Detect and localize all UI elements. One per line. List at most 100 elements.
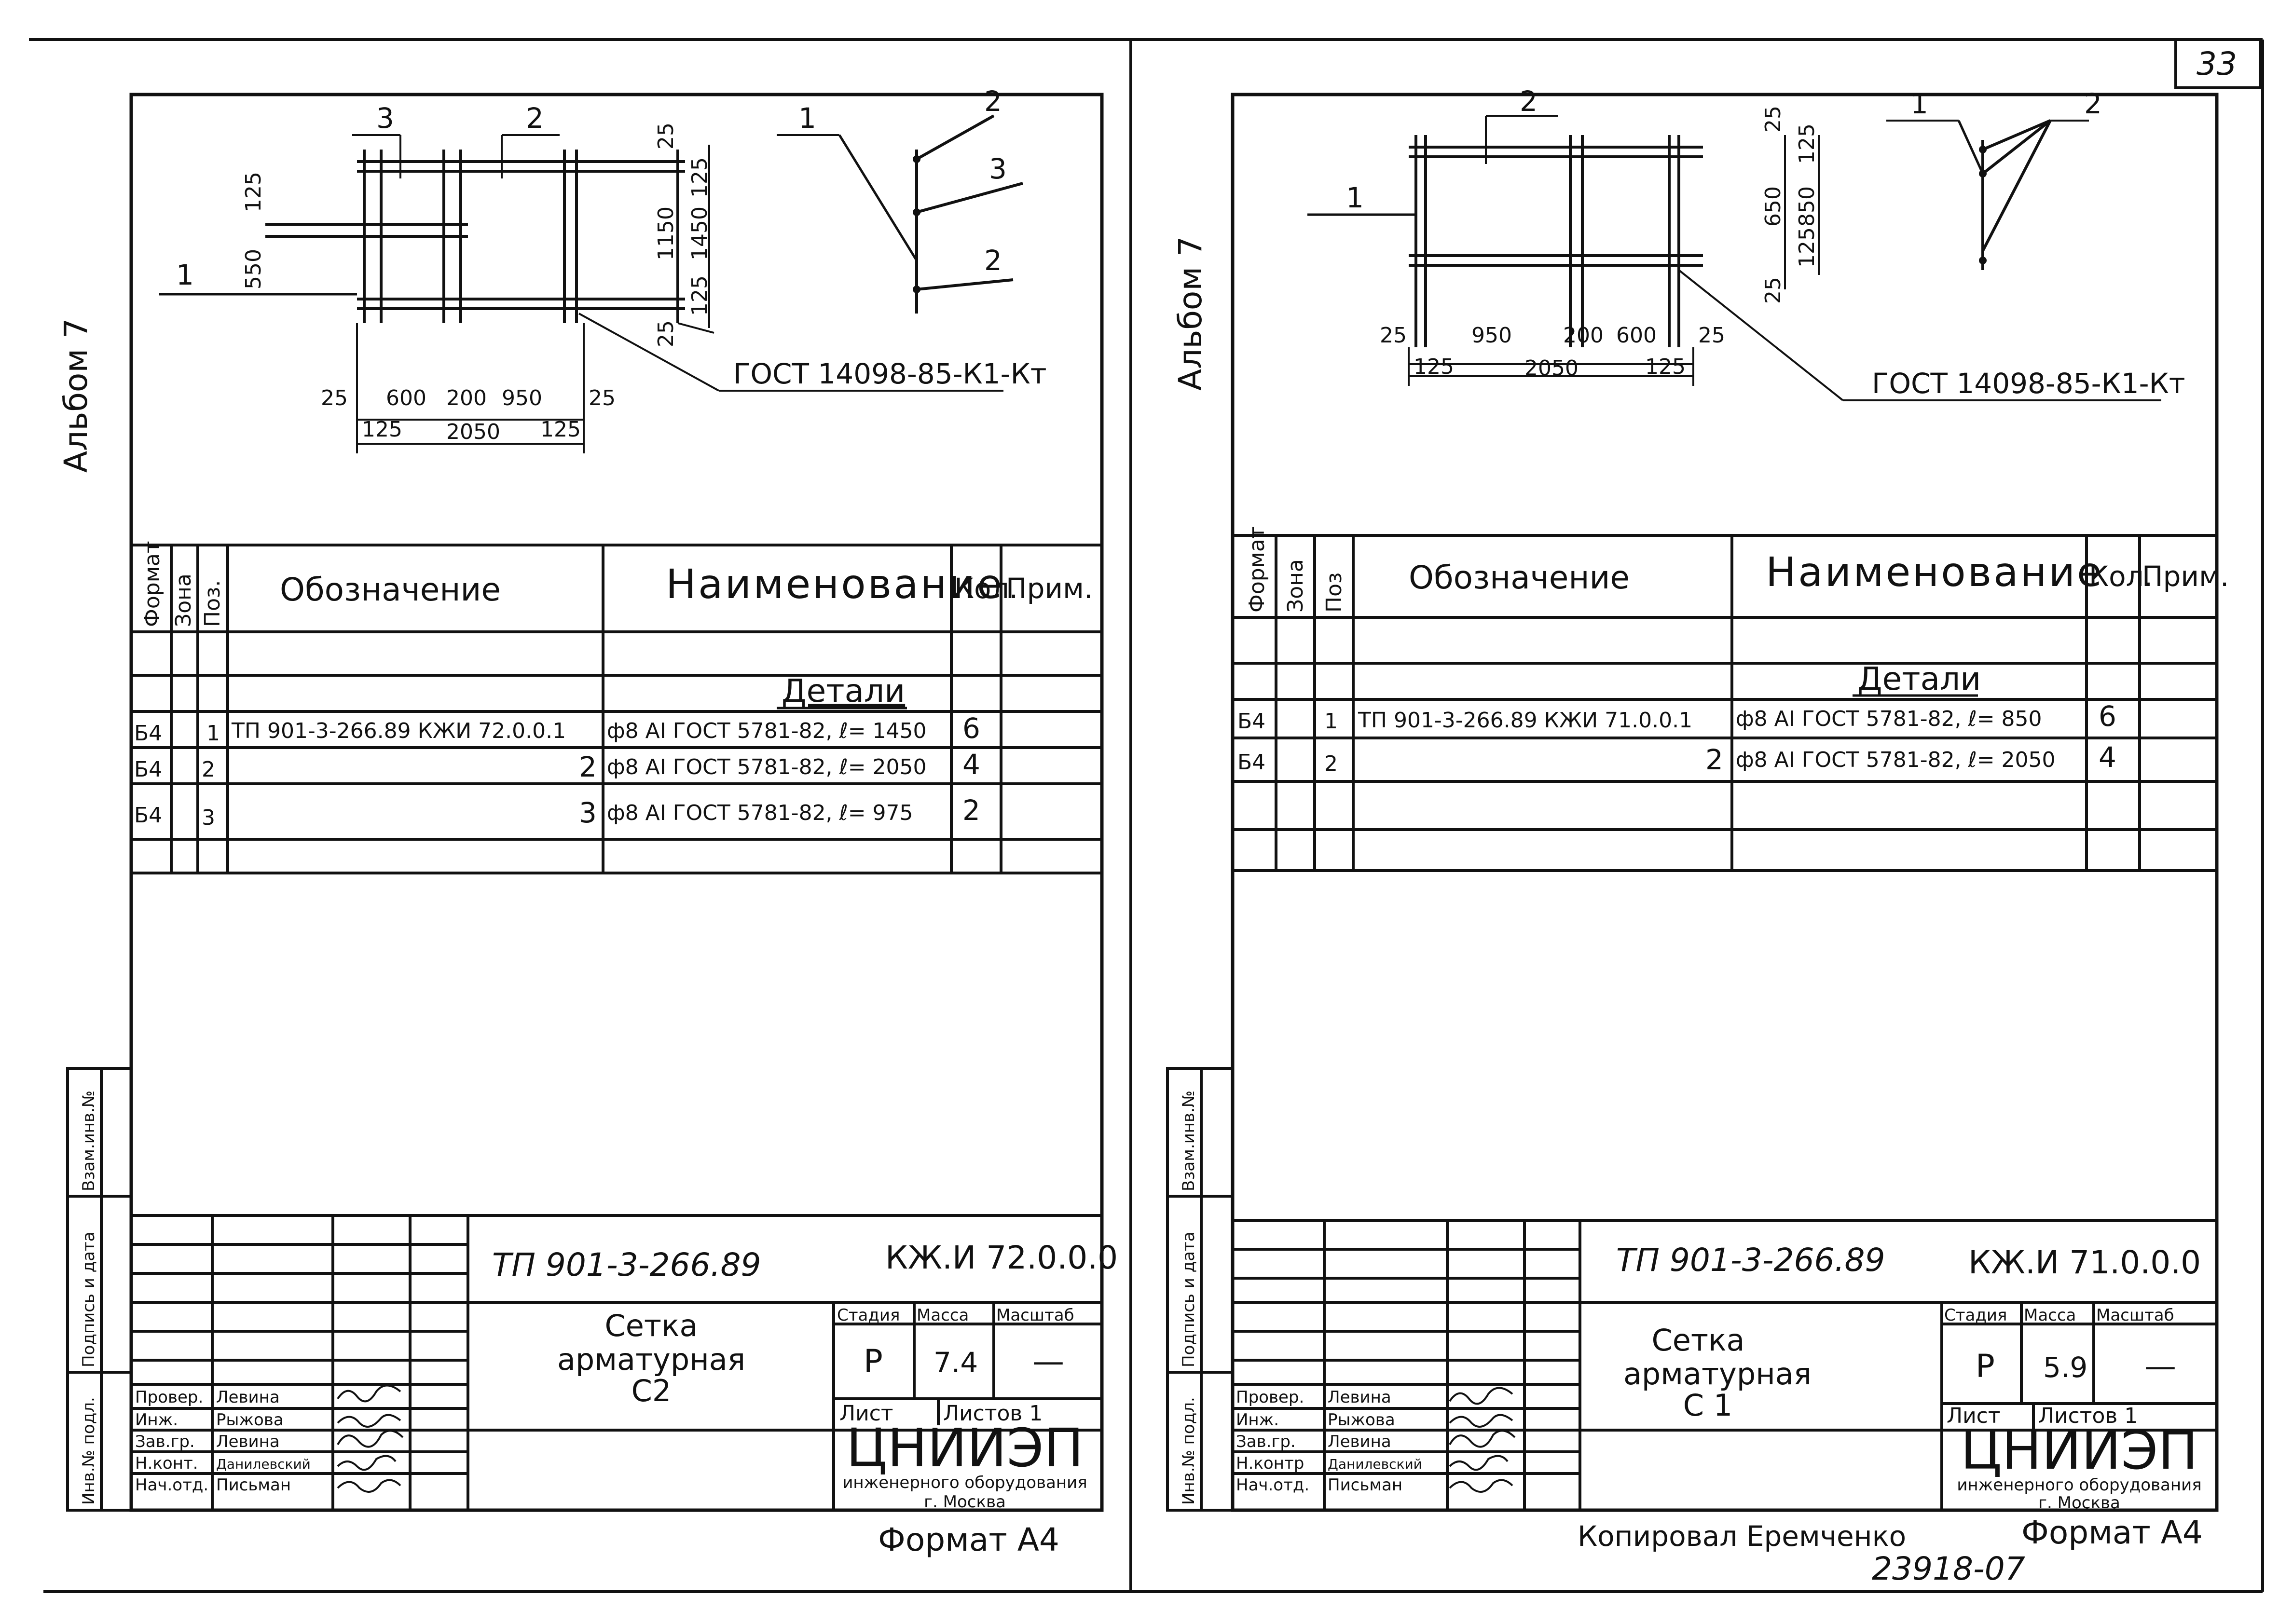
side-label-signature: Подпись и дата <box>79 1231 98 1367</box>
dim-right-2: 125 <box>687 157 712 198</box>
dim-bottom-125a: 125 <box>1414 355 1454 379</box>
side-label-replaced: Взам.инв.№ <box>79 1091 98 1191</box>
scale-value: — <box>2144 1348 2176 1385</box>
mesh-mark-2: 2 <box>526 102 544 135</box>
dim-right-4: 125 <box>687 275 712 316</box>
side-label-replaced: Взам.инв.№ <box>1179 1091 1198 1191</box>
scale-value: — <box>1032 1343 1064 1380</box>
mass-value: 5.9 <box>2043 1351 2087 1384</box>
format-label: Формат А4 <box>878 1521 1059 1558</box>
signatures <box>337 1384 404 1493</box>
row-pos: 2 <box>202 757 215 782</box>
person-role: Зав.гр. <box>135 1432 195 1451</box>
album-label: Альбом 7 <box>1172 236 1209 391</box>
dim-right-0: 25 <box>1761 106 1785 133</box>
archive-number: 23918-07 <box>1872 1550 2025 1587</box>
col-designation: Обозначение <box>1409 559 1630 596</box>
person-role: Н.конт. <box>135 1454 198 1473</box>
mesh-pointer-1: 1 <box>1346 181 1364 214</box>
node-mark-2a: 2 <box>984 85 1002 118</box>
sheets-count-label: Листов 1 <box>2038 1404 2138 1428</box>
title-block <box>1233 1219 2217 1510</box>
person-role: Провер. <box>1236 1388 1304 1407</box>
title-project: ТП 901-3-266.89 <box>492 1246 761 1283</box>
title-name-3: С2 <box>632 1373 672 1408</box>
row-format: Б4 <box>134 803 162 828</box>
dim-bottom-125b: 125 <box>1645 355 1686 379</box>
org-subtitle: инженерного оборудования <box>842 1473 1087 1492</box>
org-name: ЦНИИЭП <box>846 1417 1084 1479</box>
row-qty: 4 <box>2099 741 2116 774</box>
title-name-2: арматурная <box>557 1342 745 1377</box>
dim-bottom-25b: 25 <box>589 386 616 410</box>
node-mark-1: 1 <box>798 102 816 135</box>
table-row: Б4 2 2 ф8 АI ГОСТ 5781-82, ℓ= 2050 4 <box>134 748 980 783</box>
row-format: Б4 <box>134 757 162 782</box>
row-name: ф8 АI ГОСТ 5781-82, ℓ= 2050 <box>1736 748 2056 772</box>
dim-550-left: 550 <box>241 249 266 289</box>
person-role: Нач.отд. <box>135 1475 208 1495</box>
person-role: Провер. <box>135 1388 203 1407</box>
row-format: Б4 <box>1237 709 1265 734</box>
row-name: ф8 АI ГОСТ 5781-82, ℓ= 2050 <box>607 755 927 779</box>
row-designation: 2 <box>1705 743 1723 776</box>
mesh-drawing <box>1307 115 2161 401</box>
person-name: Письман <box>216 1475 291 1495</box>
org-name: ЦНИИЭП <box>1961 1419 2198 1481</box>
title-name-1: Сетка <box>605 1308 698 1343</box>
sheet-label: Лист <box>839 1401 893 1426</box>
dim-bottom-200: 200 <box>446 386 487 410</box>
row-name: ф8 АI ГОСТ 5781-82, ℓ= 850 <box>1736 707 2042 731</box>
col-designation: Обозначение <box>280 571 501 608</box>
col-qty: Кол. <box>2089 560 2153 593</box>
row-designation: 3 <box>579 796 597 829</box>
spec-table <box>1233 534 2217 872</box>
person-role: Зав.гр. <box>1236 1432 1296 1451</box>
col-note: Прим. <box>1006 572 1093 605</box>
dim-bottom-25a: 25 <box>321 386 348 410</box>
mass-label: Масса <box>917 1306 969 1325</box>
mass-label: Масса <box>2024 1306 2076 1325</box>
org-subtitle: инженерного оборудования <box>1957 1475 2201 1495</box>
gost-reference: ГОСТ 14098-85-К1-Кт <box>1872 367 2185 400</box>
section-details: Детали <box>1857 660 1981 697</box>
node-mark-1: 1 <box>1910 87 1928 120</box>
stage-label: Стадия <box>837 1306 900 1325</box>
dim-right-4: 125 <box>1795 227 1819 268</box>
dim-bottom-2050: 2050 <box>446 420 500 444</box>
dim-right-5: 25 <box>654 320 678 347</box>
org-city: г. Москва <box>2038 1493 2120 1513</box>
dim-bottom-950: 950 <box>502 386 542 410</box>
dim-bottom-25a: 25 <box>1380 323 1407 348</box>
person-name: Рыжова <box>1328 1410 1395 1430</box>
node-mark-2: 2 <box>2084 87 2102 120</box>
row-qty: 2 <box>962 794 980 827</box>
person-role: Инж. <box>1236 1410 1279 1430</box>
dim-bottom-125a: 125 <box>362 417 402 442</box>
format-label: Формат А4 <box>2021 1514 2203 1551</box>
dim-bottom-950: 950 <box>1471 323 1512 348</box>
signatures <box>1449 1387 1516 1493</box>
col-name: Наименование <box>666 560 1004 608</box>
dim-right-5: 25 <box>1761 277 1785 304</box>
title-project: ТП 901-3-266.89 <box>1616 1242 1885 1279</box>
side-label-inv: Инв.№ подл. <box>1179 1397 1198 1505</box>
gost-reference: ГОСТ 14098-85-К1-Кт <box>733 357 1047 390</box>
row-pos: 1 <box>206 721 220 746</box>
side-label-inv: Инв.№ подл. <box>79 1397 98 1505</box>
person-name: Левина <box>1328 1388 1391 1407</box>
row-name: ф8 АI ГОСТ 5781-82, ℓ= 975 <box>607 801 913 825</box>
col-name: Наименование <box>1766 548 2104 596</box>
table-row: Б4 2 2 ф8 АI ГОСТ 5781-82, ℓ= 2050 4 <box>1237 741 2116 776</box>
section-details: Детали <box>782 672 905 710</box>
sheets-count-label: Листов 1 <box>943 1401 1043 1426</box>
mesh-mark-2: 2 <box>1520 85 1538 118</box>
node-mark-2b: 2 <box>984 244 1002 277</box>
col-note: Прим. <box>2142 560 2229 593</box>
dim-right-0: 25 <box>654 123 678 150</box>
row-qty: 6 <box>2099 700 2116 733</box>
table-row: Б4 1 ТП 901-3-266.89 КЖИ 72.0.0.1 ф8 АI … <box>134 712 980 746</box>
col-zone: Зона <box>171 573 196 627</box>
person-name: Письман <box>1328 1475 1402 1495</box>
